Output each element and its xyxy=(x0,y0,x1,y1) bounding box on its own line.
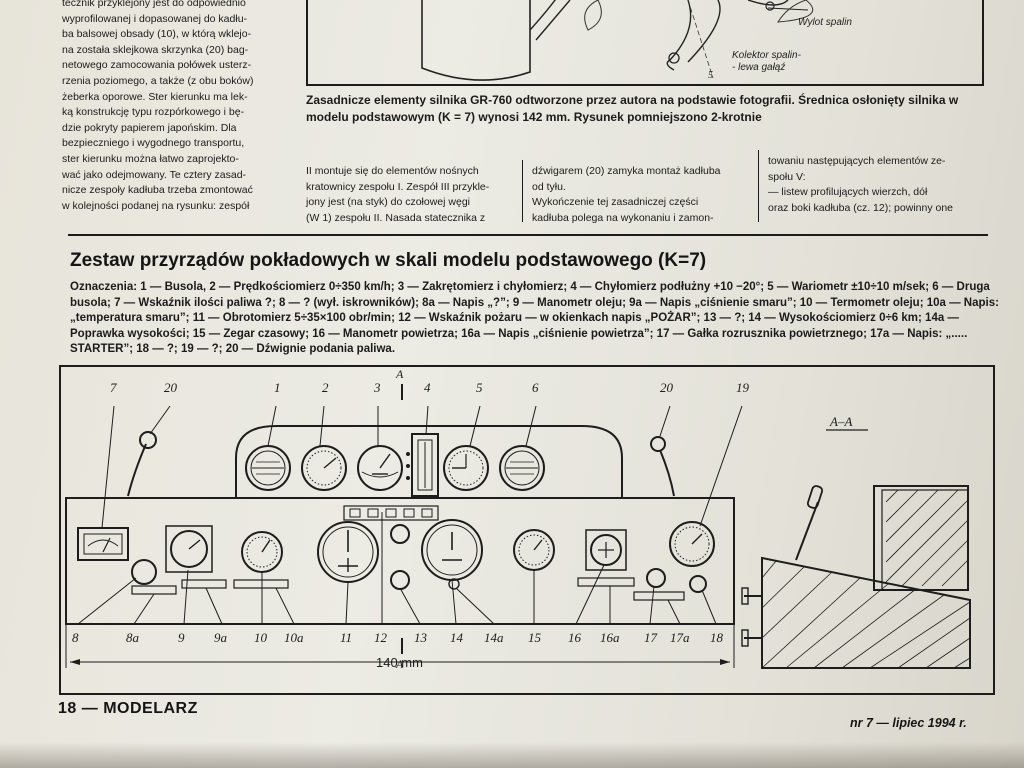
engine-figure-frame: 5 Kolektor spalin- - lewa gałąź Wylot sp… xyxy=(306,0,984,86)
section-heading: Zestaw przyrządów pokładowych w skali mo… xyxy=(70,250,707,271)
leader-lines xyxy=(77,405,743,625)
instrument-legend: Oznaczenia: 1 — Busola, 2 — Prędkościomi… xyxy=(70,281,999,356)
callout-section-a-top: A xyxy=(395,367,404,381)
page-footer-magazine: 18 — MODELARZ xyxy=(58,700,198,717)
callout-1: 1 xyxy=(274,380,281,395)
engine-figure-caption: Zasadnicze elementy silnika GR-760 odtwo… xyxy=(306,93,959,124)
upper-instrument-hood xyxy=(235,425,623,498)
main-panel-board xyxy=(65,497,735,625)
label-plate-8a xyxy=(131,585,177,595)
section-label-a-a: A–A xyxy=(829,414,852,429)
gauge-14-altimeter xyxy=(421,519,483,590)
fuel-lever-right xyxy=(650,436,675,497)
callout-9: 9 xyxy=(178,630,185,645)
dimension-label: 140 mm xyxy=(376,655,423,670)
callout-10: 10 xyxy=(254,630,268,645)
gauge-7-fuel-level xyxy=(77,527,129,561)
callout-13: 13 xyxy=(414,630,428,645)
gauge-6-second-compass xyxy=(499,445,545,491)
figure-line-number: 5 xyxy=(708,70,713,81)
callout-4: 4 xyxy=(424,380,431,395)
starter-knob-17 xyxy=(646,568,666,588)
drawing-border xyxy=(59,365,995,695)
column-divider xyxy=(522,160,523,222)
figure-label-collector-2: - lewa gałąź xyxy=(732,62,785,73)
callout-19: 19 xyxy=(736,380,750,395)
callout-11: 11 xyxy=(340,630,352,645)
callout-14: 14 xyxy=(450,630,464,645)
callout-16a: 16a xyxy=(600,630,620,645)
page-edge-shadow xyxy=(0,742,1024,768)
gauge-2-airspeed xyxy=(301,445,347,491)
dimension-140mm xyxy=(65,624,735,668)
gauge-15-clock xyxy=(513,529,555,571)
knob-13-lower xyxy=(390,570,410,590)
article-column-top-left: tecznik przyklejony jest do odpowiednio … xyxy=(62,0,254,212)
gauge-10-oil-temperature xyxy=(241,531,283,573)
knob-13-upper xyxy=(390,524,410,544)
section-view-a-a xyxy=(741,429,971,669)
callout-17: 17 xyxy=(644,630,658,645)
gauge-4-inclinometer xyxy=(406,433,439,497)
gauge-5-variometer xyxy=(443,445,489,491)
gauge-1-compass xyxy=(245,445,291,491)
callout-18: 18 xyxy=(710,630,724,645)
callout-7: 7 xyxy=(110,380,117,395)
instrument-panel-drawing: 7 20 1 2 3 A 4 5 6 20 19 A–A 8 8a 9 9a 1… xyxy=(59,365,995,695)
callout-3: 3 xyxy=(373,380,381,395)
callout-5: 5 xyxy=(476,380,483,395)
callout-20-right: 20 xyxy=(660,380,674,395)
figure-label-collector-1: Kolektor spalin- xyxy=(732,50,802,61)
page-footer-issue: nr 7 — lipiec 1994 r. xyxy=(850,716,967,730)
gauge-19 xyxy=(669,521,715,567)
callout-9a: 9a xyxy=(214,630,228,645)
fuel-lever-left xyxy=(127,431,157,497)
label-plate-16a xyxy=(577,577,635,587)
label-plate-17a xyxy=(633,591,685,601)
callout-15: 15 xyxy=(528,630,542,645)
knob-18 xyxy=(689,575,707,593)
column-divider xyxy=(758,150,759,222)
callout-12: 12 xyxy=(374,630,388,645)
article-column-middle-3: towaniu następujących elementów ze- społ… xyxy=(768,155,954,214)
callout-10a: 10a xyxy=(284,630,304,645)
gauge-11-tachometer xyxy=(317,521,379,583)
article-column-middle-2: dźwigarem (20) zamyka montaż kadłuba od … xyxy=(532,165,721,224)
callout-2: 2 xyxy=(322,380,329,395)
callout-14a: 14a xyxy=(484,630,504,645)
article-column-middle-1: II montuje się do elementów nośnych krat… xyxy=(306,165,490,224)
gauge-16-air-pressure xyxy=(585,529,627,571)
figure-label-exhaust: Wylot spalin xyxy=(798,17,852,28)
label-plate-9a xyxy=(181,579,227,589)
engine-figure-sketch: 5 Kolektor spalin- - lewa gałąź Wylot sp… xyxy=(421,0,852,81)
callout-20-left: 20 xyxy=(164,380,178,395)
section-rule xyxy=(68,234,988,236)
callout-6: 6 xyxy=(532,380,539,395)
label-plate-10a xyxy=(233,579,289,589)
callout-8: 8 xyxy=(72,630,79,645)
fire-warning-window-strip xyxy=(343,505,439,521)
callout-8a: 8a xyxy=(126,630,140,645)
callout-17a: 17a xyxy=(670,630,690,645)
gauge-9-oil-pressure xyxy=(165,525,213,573)
callout-section-a-bottom: A xyxy=(395,657,404,671)
gauge-3-turn-slip xyxy=(357,445,403,491)
magneto-switch-8 xyxy=(131,559,157,585)
callout-16: 16 xyxy=(568,630,582,645)
